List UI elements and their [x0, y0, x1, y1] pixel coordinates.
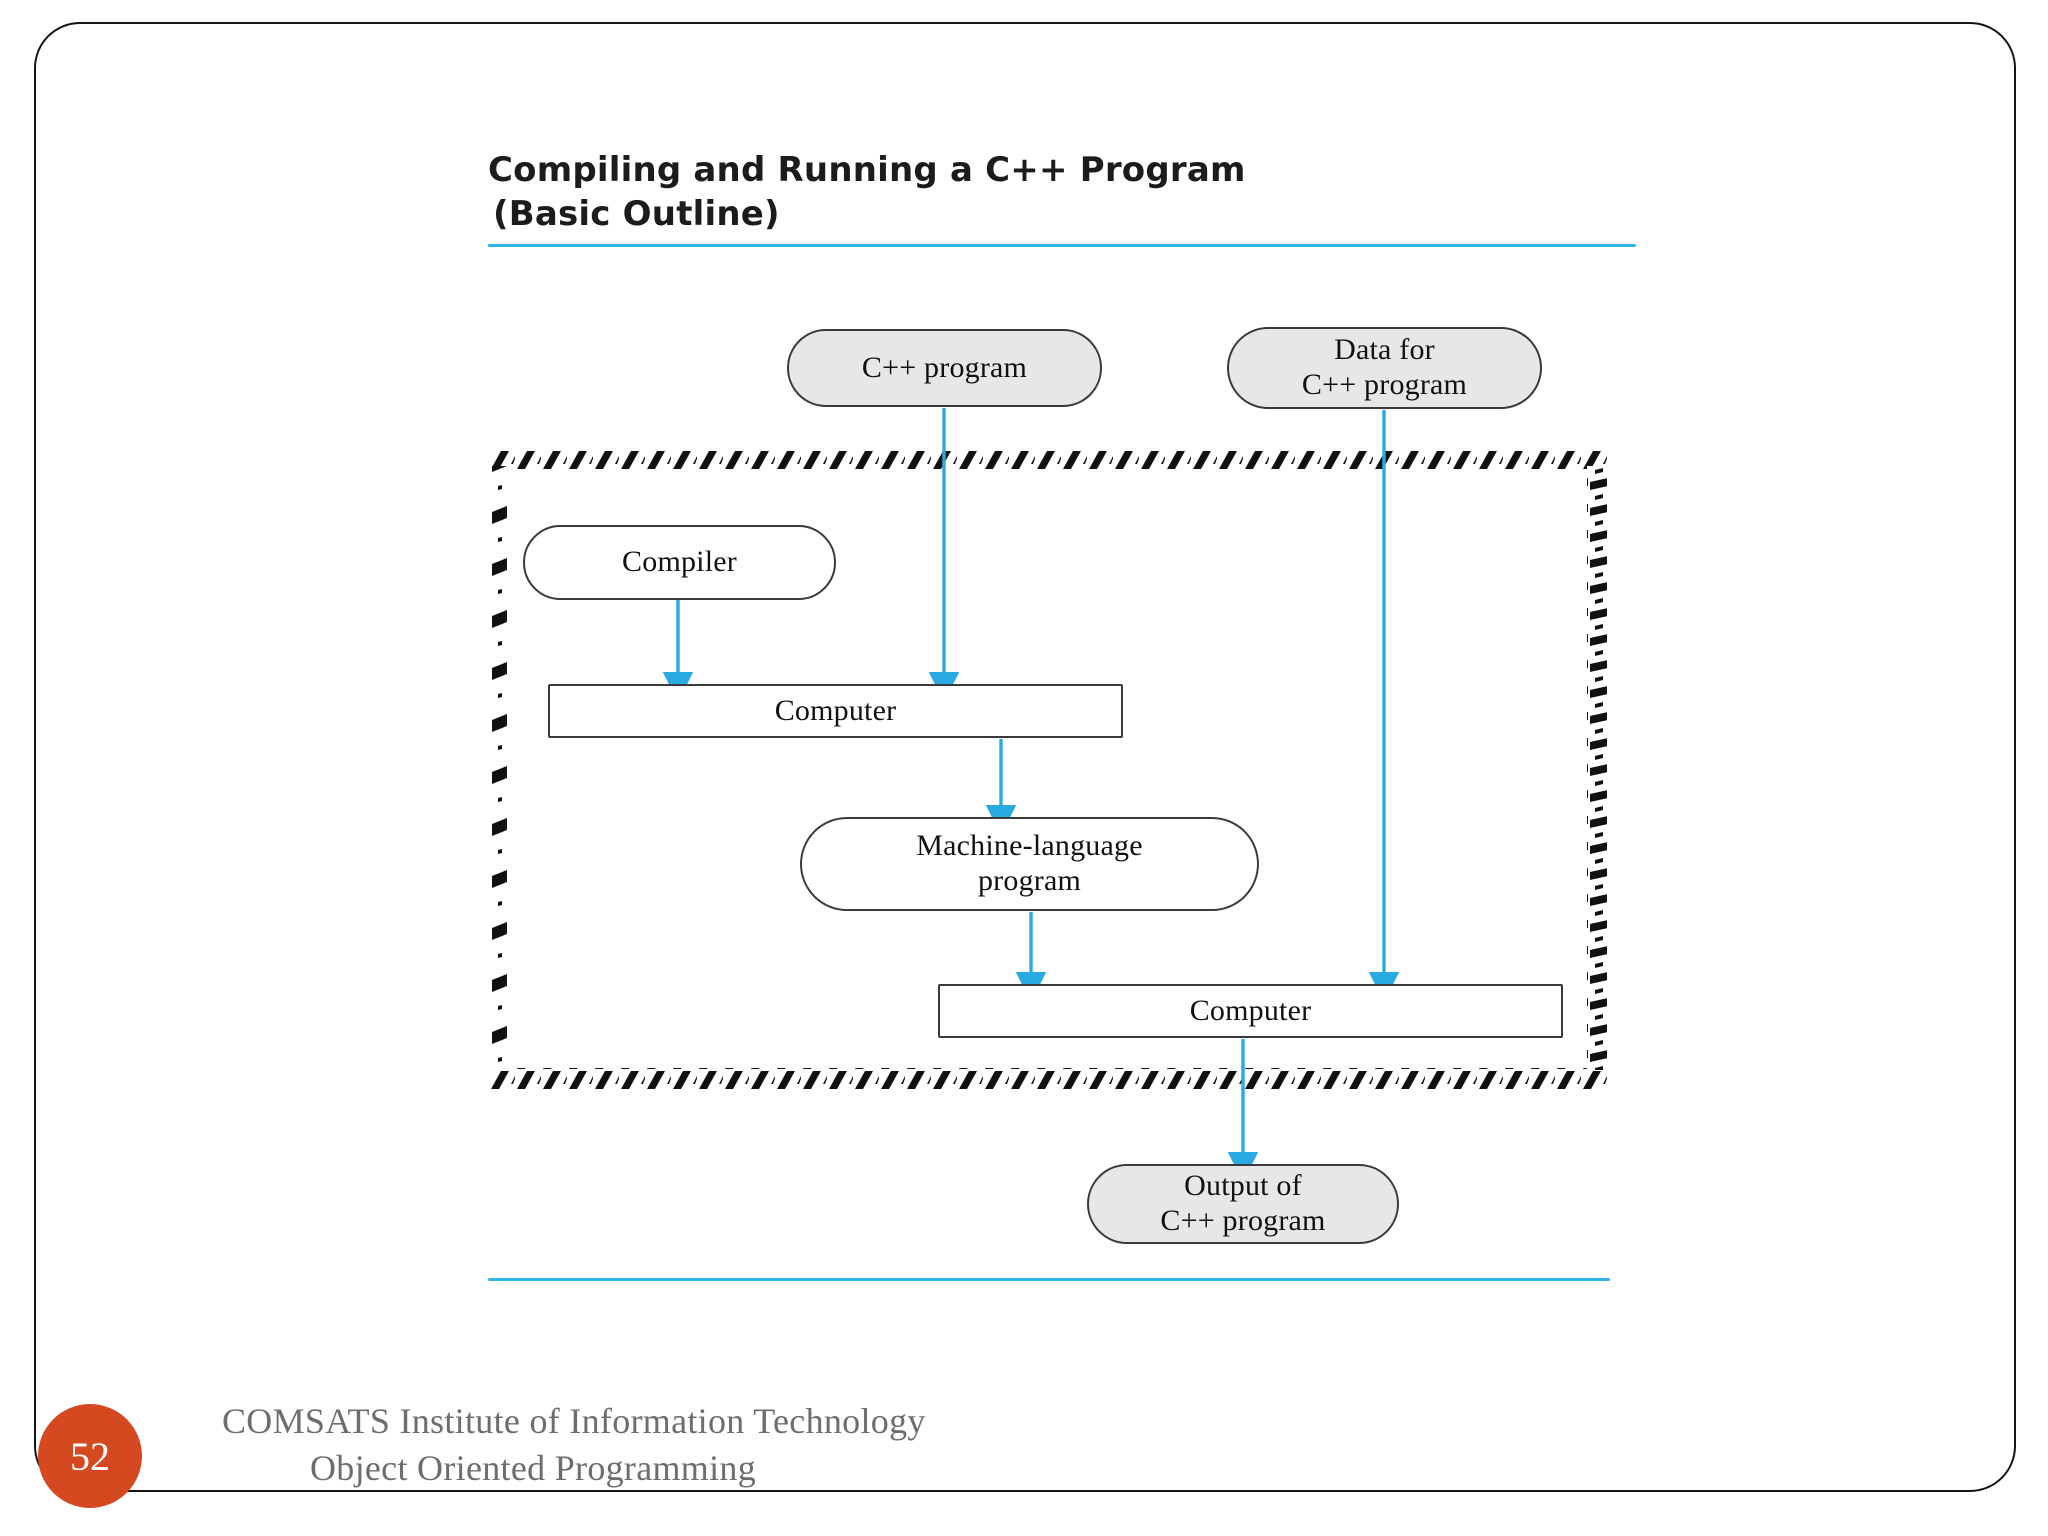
node-output-of-cpp-program: Output of C++ program: [1087, 1164, 1399, 1244]
node-compiler: Compiler: [523, 525, 836, 600]
page-number: 52: [70, 1433, 110, 1479]
hatched-enclosure: [489, 450, 1607, 1090]
page-number-badge: 52: [38, 1404, 142, 1508]
node-data-for-cpp-line-2: C++ program: [1301, 368, 1468, 401]
node-data-for-cpp-line-1: Data for: [1334, 333, 1435, 367]
footer: COMSATS Institute of Information Technol…: [222, 1398, 1122, 1492]
footer-line-1: COMSATS Institute of Information Technol…: [222, 1401, 926, 1441]
title-underline-rule: [488, 244, 1636, 247]
node-computer-execute-label: Computer: [1189, 993, 1312, 1027]
node-output-line-1: Output of: [1184, 1169, 1302, 1203]
node-data-for-cpp-program: Data for C++ program: [1227, 327, 1542, 409]
node-compiler-label: Compiler: [622, 545, 737, 579]
node-cpp-program: C++ program: [787, 329, 1102, 407]
node-output-line-2: C++ program: [1160, 1204, 1326, 1237]
title-line-2: (Basic Outline): [493, 194, 780, 235]
bottom-rule: [488, 1278, 1610, 1281]
footer-line-2: Object Oriented Programming: [310, 1447, 756, 1488]
node-computer-execute: Computer: [938, 984, 1563, 1038]
node-cpp-program-label: C++ program: [861, 350, 1028, 384]
page-title: Compiling and Running a C++ Program (Bas…: [488, 148, 1688, 236]
title-line-1: Compiling and Running a C++ Program: [488, 150, 1246, 190]
node-machine-language-program: Machine-language program: [800, 817, 1259, 911]
node-computer-compile-label: Computer: [774, 693, 897, 727]
node-computer-compile: Computer: [548, 684, 1123, 738]
node-machine-language-line-2: program: [977, 864, 1082, 897]
slide-frame: [34, 22, 2016, 1492]
node-machine-language-line-1: Machine-language: [916, 829, 1143, 863]
